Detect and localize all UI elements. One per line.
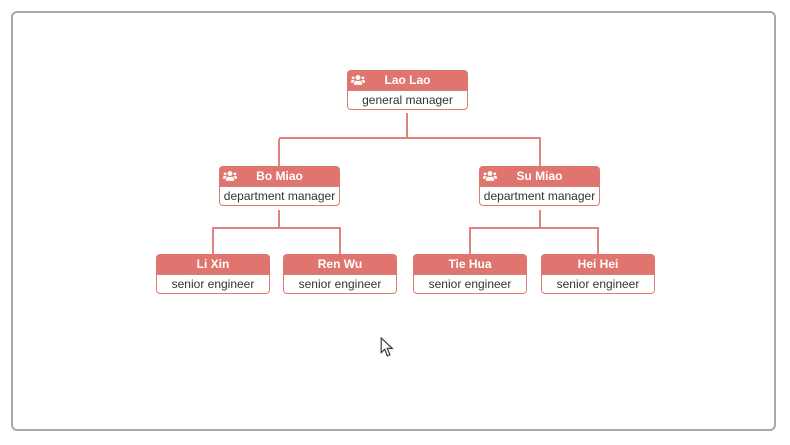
employee-role: senior engineer bbox=[413, 274, 527, 294]
users-icon bbox=[483, 170, 497, 182]
employee-name: Tie Hua bbox=[448, 257, 492, 271]
org-node-hei-hei[interactable]: Hei Hei senior engineer bbox=[541, 254, 655, 294]
org-node-tie-hua[interactable]: Tie Hua senior engineer bbox=[413, 254, 527, 294]
connector-line bbox=[278, 210, 280, 227]
employee-role: department manager bbox=[479, 186, 600, 206]
connector-line bbox=[469, 229, 471, 254]
org-node-li-xin[interactable]: Li Xin senior engineer bbox=[156, 254, 270, 294]
org-node-title-bar: Tie Hua bbox=[413, 254, 527, 274]
connector-line bbox=[212, 229, 214, 254]
employee-name: Hei Hei bbox=[577, 257, 619, 271]
connector-line bbox=[278, 139, 280, 166]
employee-role: senior engineer bbox=[156, 274, 270, 294]
org-node-title-bar: Li Xin bbox=[156, 254, 270, 274]
connector-line bbox=[597, 229, 599, 254]
connector-line bbox=[339, 229, 341, 254]
employee-role: senior engineer bbox=[283, 274, 397, 294]
employee-name: Ren Wu bbox=[317, 257, 363, 271]
employee-role: general manager bbox=[347, 90, 468, 110]
employee-name: Lao Lao bbox=[384, 73, 431, 87]
org-node-title-bar: Hei Hei bbox=[541, 254, 655, 274]
employee-role: senior engineer bbox=[541, 274, 655, 294]
org-node-lao-lao[interactable]: Lao Lao general manager bbox=[347, 70, 468, 110]
mouse-cursor-icon bbox=[380, 336, 394, 358]
employee-name: Su Miao bbox=[516, 169, 563, 183]
employee-role: department manager bbox=[219, 186, 340, 206]
connector-line bbox=[539, 210, 541, 227]
users-icon bbox=[351, 74, 365, 86]
org-node-title-bar: Ren Wu bbox=[283, 254, 397, 274]
org-node-ren-wu[interactable]: Ren Wu senior engineer bbox=[283, 254, 397, 294]
users-icon bbox=[223, 170, 237, 182]
employee-name: Bo Miao bbox=[256, 169, 303, 183]
org-node-title-bar: Lao Lao bbox=[347, 70, 468, 90]
org-node-su-miao[interactable]: Su Miao department manager bbox=[479, 166, 600, 206]
connector-line bbox=[279, 137, 541, 139]
connector-line bbox=[406, 113, 408, 137]
org-node-title-bar: Bo Miao bbox=[219, 166, 340, 186]
employee-name: Li Xin bbox=[196, 257, 230, 271]
chart-panel: Lao Lao general manager Bo Miao departme… bbox=[11, 11, 776, 431]
org-node-bo-miao[interactable]: Bo Miao department manager bbox=[219, 166, 340, 206]
org-node-title-bar: Su Miao bbox=[479, 166, 600, 186]
connector-line bbox=[539, 139, 541, 166]
connector-line bbox=[469, 227, 599, 229]
connector-line bbox=[212, 227, 341, 229]
